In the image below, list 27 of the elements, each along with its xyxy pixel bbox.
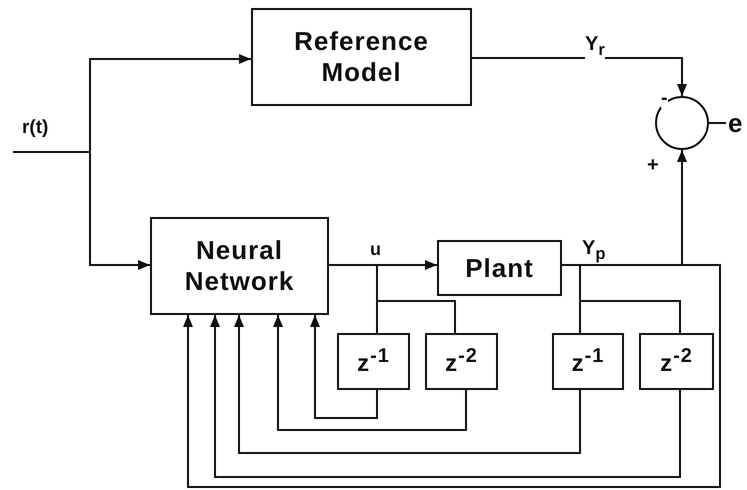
block-label: Neural Network bbox=[184, 235, 296, 297]
arrow bbox=[183, 264, 721, 488]
summing-junction bbox=[655, 96, 709, 150]
block-label: Reference Model bbox=[293, 26, 430, 88]
delay-box bbox=[425, 333, 498, 390]
block-label: z$^{-1}$ bbox=[572, 345, 604, 378]
block-label: z$^{-1}$ bbox=[357, 345, 390, 378]
delay-box bbox=[552, 333, 624, 390]
connector-line bbox=[329, 264, 456, 333]
arrow bbox=[234, 315, 581, 454]
delay-box bbox=[337, 333, 410, 390]
arrow bbox=[210, 315, 681, 478]
process-box bbox=[150, 217, 329, 315]
block-label: z$^{-2}$ bbox=[445, 345, 478, 378]
connector-line bbox=[709, 122, 726, 124]
block-label: Plant bbox=[465, 252, 534, 284]
arrow bbox=[310, 315, 378, 419]
arrow bbox=[472, 57, 687, 96]
delay-box bbox=[639, 333, 714, 390]
process-box bbox=[437, 240, 562, 296]
arrow bbox=[273, 315, 467, 431]
signal-label: r(t) bbox=[22, 118, 48, 137]
arrow bbox=[13, 151, 150, 270]
edge-label: Y$_{p}$ bbox=[582, 238, 606, 263]
edge-label: Y$_{r}$ bbox=[585, 34, 605, 59]
block-label: z$^{-2}$ bbox=[660, 345, 693, 378]
process-box bbox=[251, 8, 472, 106]
